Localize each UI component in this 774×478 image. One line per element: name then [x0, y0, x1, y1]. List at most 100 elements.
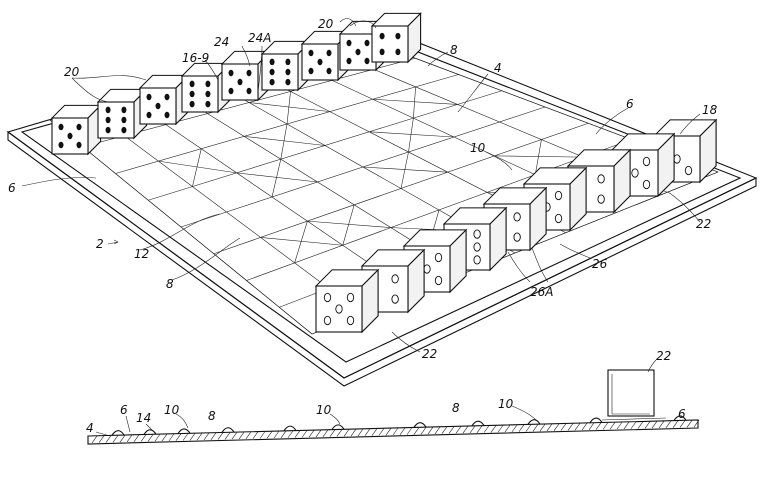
hatch-line [175, 433, 182, 441]
hatch-line [168, 433, 175, 442]
die-pip [189, 80, 195, 88]
section-bump [673, 415, 687, 421]
die-pip [597, 194, 605, 204]
hatch-line [231, 432, 238, 440]
hatch-line [553, 423, 560, 431]
ref-s10a: 10 [164, 403, 180, 417]
section-view: 22 4 6 14 10 8 10 8 10 6 [86, 349, 700, 445]
die-pip [673, 154, 681, 164]
hatch-line [350, 428, 357, 437]
hatch-line [693, 419, 700, 428]
hatch-line [196, 432, 203, 441]
hatch-line [343, 429, 350, 437]
hatch-line [308, 430, 315, 438]
die-pip [58, 123, 64, 131]
die-pip [105, 106, 111, 114]
hatch-line [574, 423, 581, 431]
cell-cross-marks [158, 86, 584, 263]
hatch-line [609, 422, 616, 430]
hatch-line [112, 435, 119, 443]
section-bump [283, 425, 297, 432]
dice-set [50, 12, 718, 334]
hatch-line [294, 430, 301, 438]
cell-cross [192, 148, 202, 187]
die-pip [285, 58, 291, 66]
die-pip [379, 48, 385, 56]
hatch-line [623, 421, 630, 430]
die-pip [246, 69, 252, 77]
die-pip [346, 315, 355, 326]
die-pip [554, 213, 563, 224]
hatch-line [567, 423, 574, 431]
hatch-line [448, 426, 455, 434]
die-pip [364, 39, 370, 47]
ref-22-bottom: 22 [422, 347, 437, 361]
die-pip [205, 100, 211, 108]
hatch-line [644, 421, 651, 429]
die-pip [513, 212, 521, 222]
die-pip [326, 67, 332, 75]
ref-s4: 4 [86, 421, 94, 435]
die-pip [285, 78, 291, 86]
ref-s22: 22 [656, 349, 671, 363]
ref-s8b: 8 [452, 401, 460, 415]
die-pip [335, 304, 343, 314]
hatch-line [539, 423, 546, 432]
section-bump [331, 424, 345, 430]
die-pip [379, 32, 385, 40]
hatch-line [259, 431, 266, 439]
die-back-3 [138, 74, 190, 126]
die-pip [285, 68, 291, 76]
hatch-line [371, 428, 378, 436]
die-pip [58, 141, 64, 149]
hatch-line [651, 421, 658, 429]
ref-s6a: 6 [120, 403, 128, 417]
die-pip [395, 32, 401, 40]
hatch-line [581, 422, 588, 431]
hatch-line [154, 434, 161, 442]
hatch-line [434, 426, 441, 435]
ref-8-top: 8 [450, 43, 458, 57]
cell-cross [534, 139, 542, 175]
hatch-line [385, 428, 392, 436]
hatch-line [252, 431, 259, 439]
die-pip [121, 116, 127, 124]
ref-s10b: 10 [316, 403, 332, 417]
section-bump [589, 417, 603, 423]
die-pip [237, 78, 243, 86]
cell-cross [413, 86, 416, 119]
die-pip [434, 275, 443, 286]
hatch-line [217, 432, 224, 440]
cell-cross [400, 151, 409, 189]
hatch-line [140, 434, 147, 442]
reference-labels: 20 24 24A 16-9 20 8 4 6 18 10 6 2 12 8 2… [8, 17, 718, 361]
cell-cross [294, 221, 308, 263]
die-pip [269, 58, 275, 66]
die-pip [189, 100, 195, 108]
hatch-line [364, 428, 371, 436]
ref-22-right: 22 [696, 217, 711, 231]
hatch-line [280, 430, 287, 439]
hatch-line [504, 424, 511, 433]
hatch-line [427, 426, 434, 435]
hatch-line [378, 428, 385, 436]
hatch-line [532, 424, 539, 432]
hatch-line [91, 435, 98, 444]
section-bump [413, 422, 427, 428]
ref-26: 26 [592, 257, 608, 271]
hatch-line [189, 433, 196, 441]
hatch-line [105, 435, 112, 443]
hatch-line [679, 420, 686, 428]
ref-8-bottom: 8 [166, 277, 174, 291]
die-pip [355, 48, 361, 56]
die-pip [423, 264, 431, 274]
hatch-line [210, 432, 217, 440]
hatch-line [616, 421, 623, 430]
section-bumps [111, 415, 687, 436]
die-pip [364, 57, 370, 65]
hatch-line [560, 423, 567, 431]
die-pip [269, 78, 275, 86]
ref-s14: 14 [136, 411, 151, 425]
die-front-face [181, 75, 219, 113]
die-pip [317, 58, 323, 66]
